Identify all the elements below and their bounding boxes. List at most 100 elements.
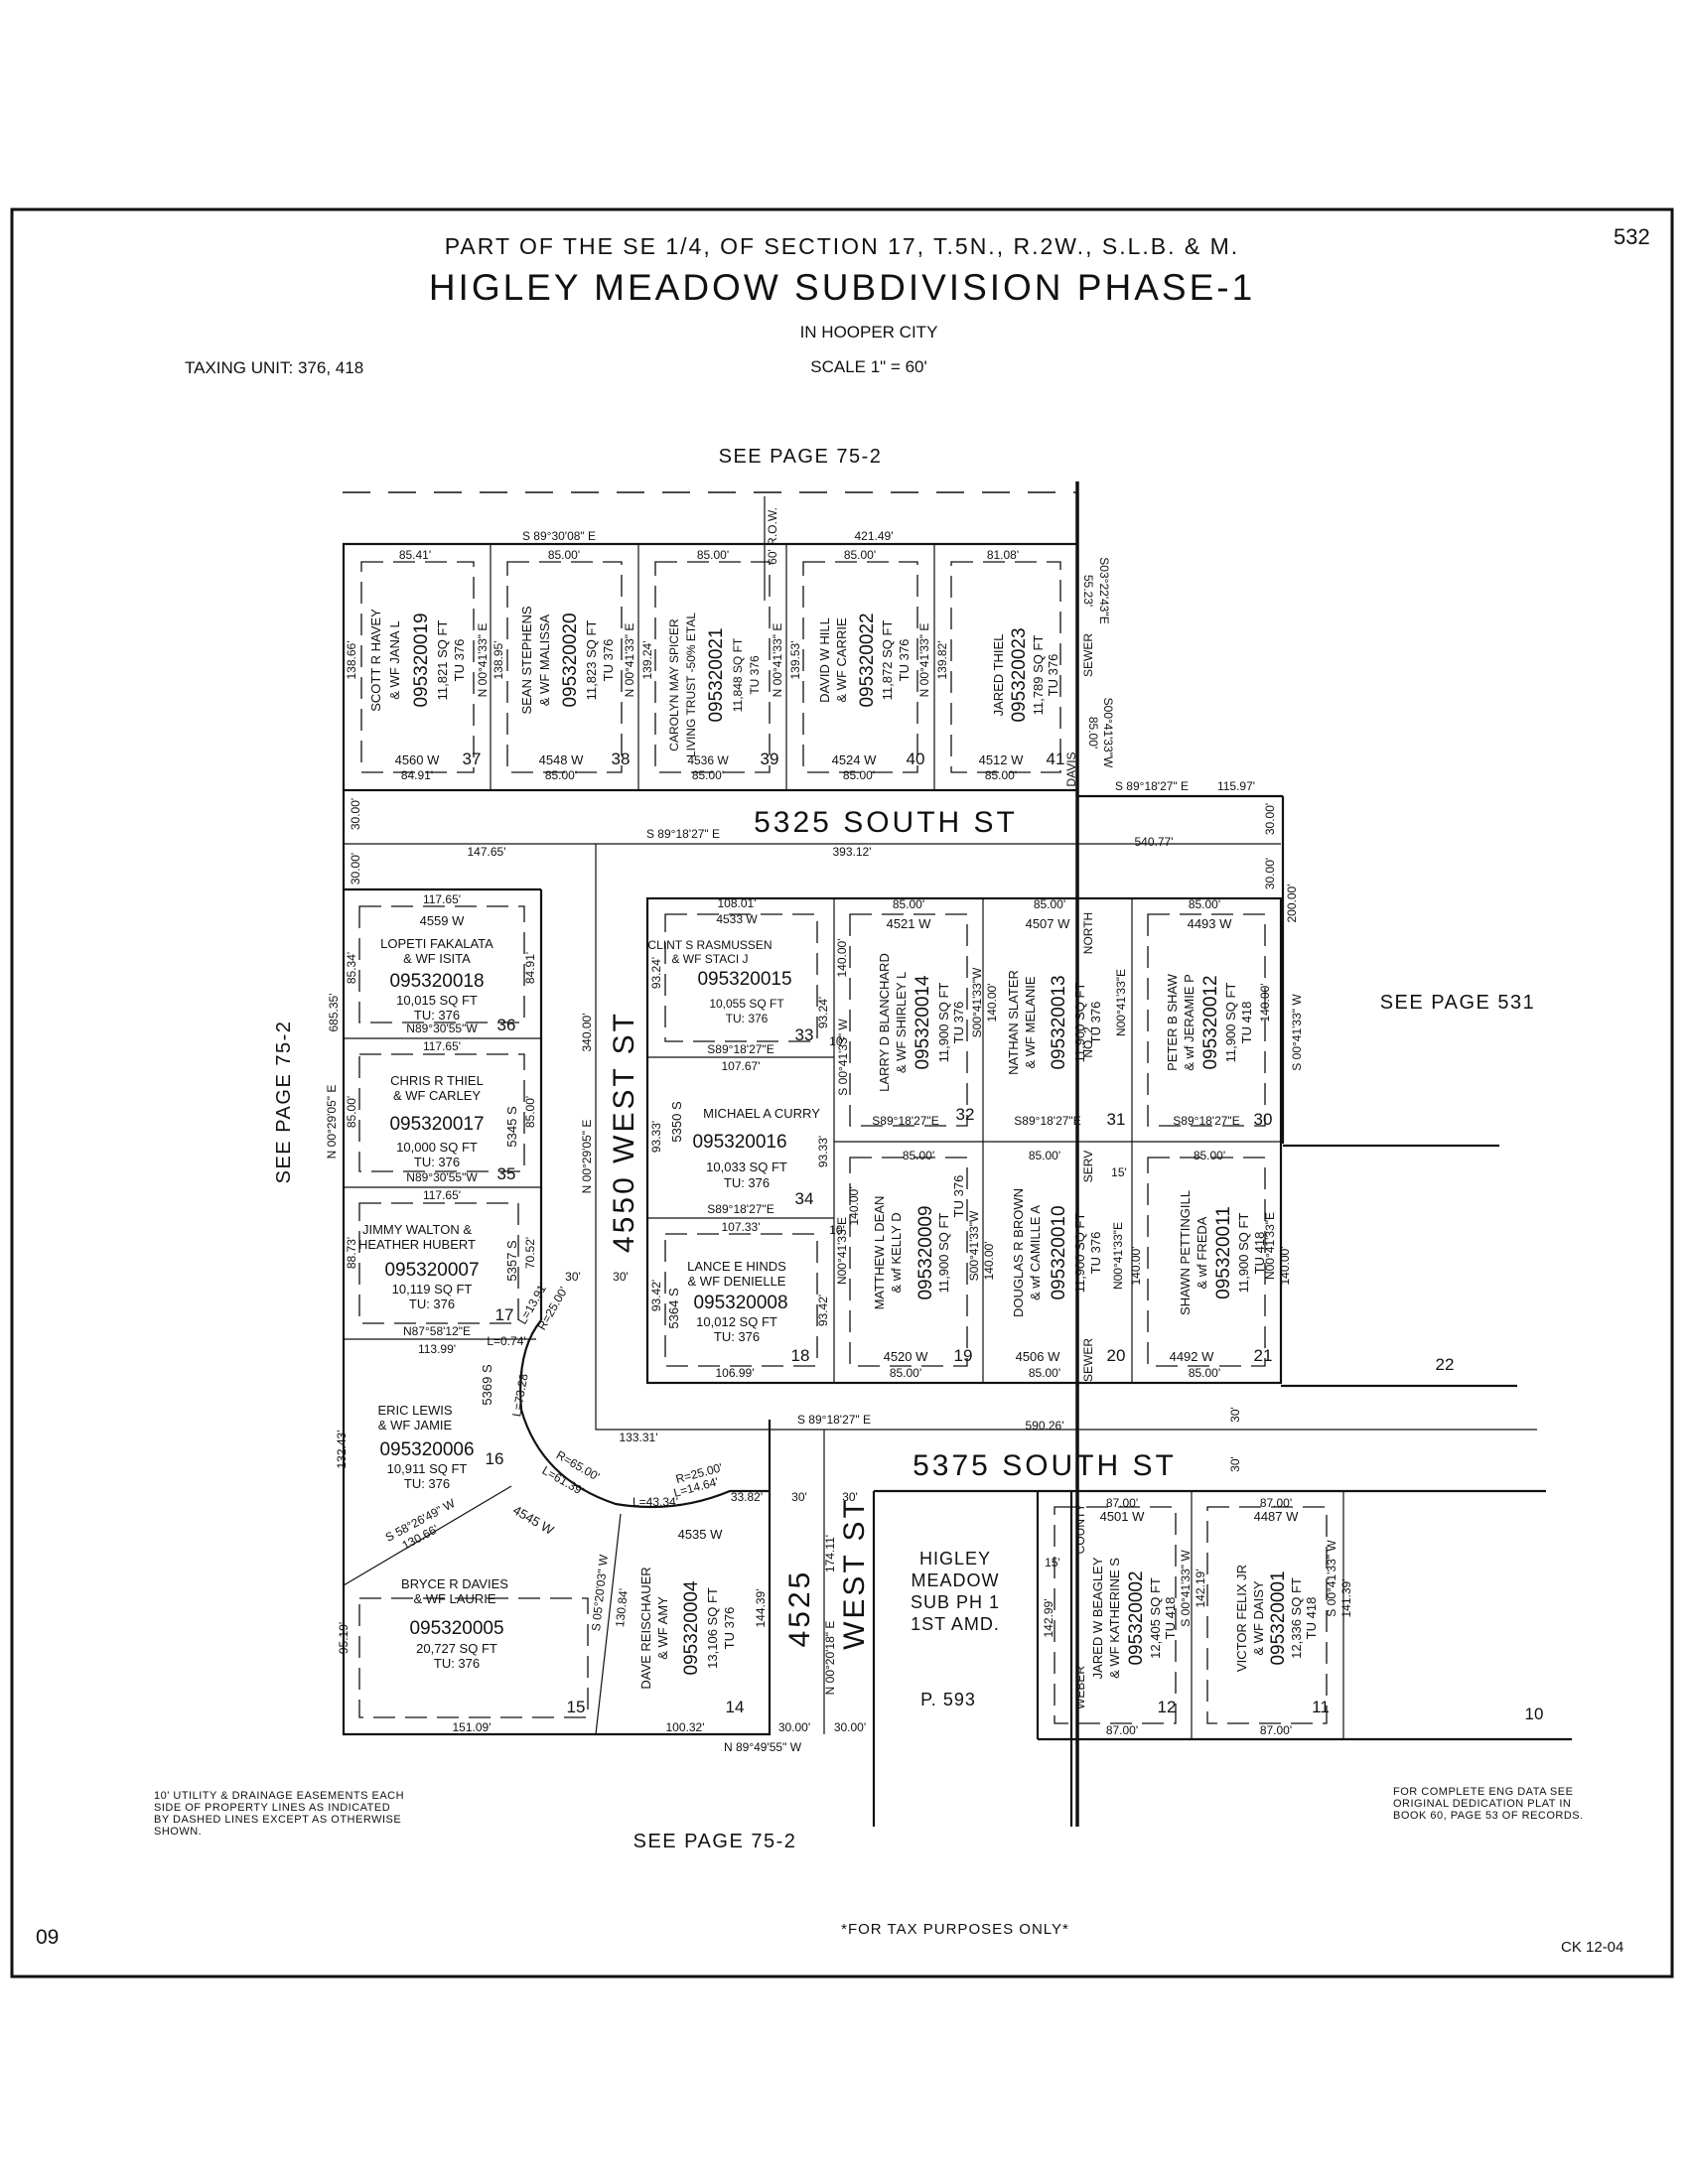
dim: 130.84' [613,1587,631,1627]
dim: 85.00' [545,768,577,782]
lot-35-owner: CHRIS R THIEL [390,1073,484,1088]
dim: L=73.28' [509,1370,531,1418]
easement-note-1: 10' UTILITY & DRAINAGE EASEMENTS EACH [154,1790,404,1802]
lot-30-parcel: 095320012 [1200,975,1221,1069]
lot-40-addr: 4524 W [832,752,878,767]
lot-18-area: 10,012 SQ FT [696,1314,777,1329]
dim: S03°22'43"E [1097,557,1111,623]
lot-14-area: 13,106 SQ FT [705,1587,720,1669]
lot-39: CAROLYN MAY SPICER LIVING TRUST -50% ETA… [667,613,778,768]
lot-33-parcel: 095320015 [697,969,791,990]
lot-33-addr: 4533 W [716,912,758,926]
dim: 30.00' [1263,858,1277,889]
dim: 85.00' [1029,1366,1060,1380]
lot-14-owner: DAVE REISCHAUER [638,1567,653,1689]
lot-11-tu: TU 418 [1304,1597,1319,1640]
dim: 113.99' [418,1342,456,1356]
lot-15-addr: 4545 W [510,1502,557,1538]
dim: 540.77' [1135,835,1174,849]
dim: 30.00' [1263,803,1277,835]
lot-20-number: 20 [1107,1346,1126,1365]
lot-12-owner2: & WF KATHERINE S [1107,1558,1122,1679]
lot-40-parcel: 095320022 [857,613,878,707]
dim: SEWER [1081,1338,1095,1382]
lot-16-number: 16 [486,1449,504,1468]
lot-31-tu: TU 376 [1088,1002,1103,1044]
lot-37-addr: 4560 W [395,752,441,767]
dim: 421.49' [855,529,894,543]
sheet-border [10,207,1674,1979]
dim: NO. 2 [1081,1026,1095,1058]
dim: 30' [842,1490,858,1504]
lot-35-area: 10,000 SQ FT [396,1140,478,1155]
dim: 85.34' [345,952,358,984]
dim: 140.00' [835,939,849,978]
lot-17-owner2: HEATHER HUBERT [358,1237,476,1252]
dim: 132.43' [335,1431,349,1469]
lot-33-area: 10,055 SQ FT [709,997,784,1011]
lot-18-owner2: & WF DENIELLE [688,1274,786,1289]
lot-33-number: 33 [795,1025,814,1044]
easement-30 [1147,913,1266,1127]
lot-38-owner2: & WF MALISSA [537,614,552,706]
dim: 108.01' [718,896,757,910]
lot-10-number: 10 [1525,1705,1544,1723]
lot-35-addr: 5345 S [504,1106,519,1148]
dim: 85.00' [1029,1149,1060,1162]
dim: 85.00' [1189,897,1220,911]
ck-code: CK 12-04 [1561,1939,1623,1956]
dim: N00°41'33"E [1263,1212,1277,1280]
dim: 141.39' [1339,1579,1353,1618]
dim: 93.42' [816,1295,830,1326]
dim: 685.35' [327,994,341,1032]
dim: 15' [1045,1556,1060,1570]
street-5375-south: 5375 SOUTH ST [913,1449,1177,1482]
dim: S 89°18'27" E [646,827,720,841]
dim: 30.00' [778,1720,810,1734]
dim: 93.33' [649,1121,663,1153]
block-west [342,790,772,1736]
lot-31-addr: 4507 W [1026,916,1071,931]
lot-15-area: 20,727 SQ FT [416,1641,497,1656]
dim: N 89°49'55" W [724,1740,802,1754]
lot-38-tu: TU 376 [601,639,616,682]
lot-37: SCOTT R HAVEY & WF JANA L 095320019 11,8… [368,609,481,768]
dim: 142.99' [1042,1599,1055,1638]
lot-16: ERIC LEWIS & WF JAMIE 095320006 10,911 S… [377,1364,503,1491]
dims-southeast: 87.00' 87.00' 142.99' S 00°41'33" W 142.… [1042,1496,1353,1737]
dim: N 00°41'33" E [771,623,784,698]
amended-line1: HIGLEY [919,1549,991,1569]
lot-36-owner2: & WF ISITA [403,951,471,966]
dim: 88.73' [345,1237,358,1269]
lot-36-owner: LOPETI FAKALATA [380,936,493,951]
dim: 85.00' [1194,1149,1225,1162]
easement-12 [1054,1506,1177,1724]
dim: S00°41'33"W [967,1210,981,1281]
tax-note: *FOR TAX PURPOSES ONLY* [841,1921,1069,1938]
lot-38-area: 11,823 SQ FT [584,620,599,701]
amended-line4: 1ST AMD. [911,1614,1000,1634]
lot-32-area: 11,900 SQ FT [936,983,951,1063]
lot-11-number: 11 [1312,1698,1330,1716]
dim: COUNTY [1073,1504,1087,1555]
dim: 15' [1111,1165,1127,1179]
lot-36-tu: TU: 376 [414,1008,460,1023]
lot-39-tu: TU 376 [748,655,762,695]
lot-34-area: 10,033 SQ FT [706,1160,787,1174]
lot-16-owner: ERIC LEWIS [377,1403,452,1418]
dim: S00°41'33"W [1101,698,1115,768]
easement-17 [358,1202,519,1324]
lot-39-owner: CAROLYN MAY SPICER [667,618,681,751]
dim: S89°18'27"E [1173,1114,1239,1128]
lot-16-owner2: & WF JAMIE [378,1418,453,1433]
easement-37 [360,561,475,773]
lot-33-owner2: & WF STACI J [671,952,748,966]
lot-19-owner: MATTHEW L DEAN [872,1196,887,1310]
lot-31-owner: NATHAN SLATER [1006,970,1021,1075]
lot-11: 4487 W VICTOR FELIX JR & WF DAISY 095320… [1234,1509,1330,1716]
dim: 30' [791,1490,807,1504]
easement-note-4: SHOWN. [154,1826,202,1838]
dims-5325: S 89°18'27" E 115.97' S 89°18'27" E 393.… [325,779,1299,1193]
easement-15 [358,1597,589,1718]
easement-39 [654,561,771,773]
